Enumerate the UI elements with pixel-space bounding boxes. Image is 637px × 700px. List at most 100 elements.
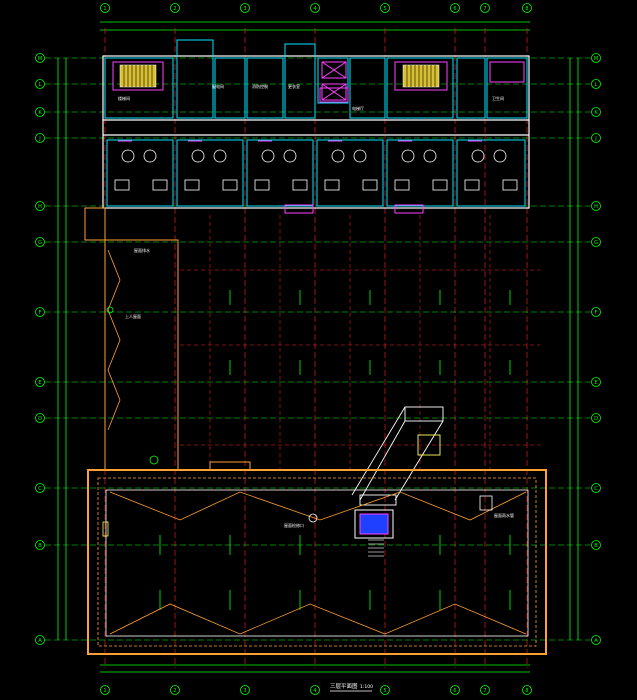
row-bubble: B [591, 540, 601, 550]
row-bubble: K [591, 107, 601, 117]
column-labels-bottom: 1 2 3 4 5 6 7 8 [100, 685, 532, 695]
column-bubble: 1 [100, 3, 110, 13]
column-bubble: 6 [450, 3, 460, 13]
row-bubble: J [35, 133, 45, 143]
column-bubble: 1 [100, 685, 110, 695]
row-label: L [39, 82, 42, 88]
row-bubble: B [35, 540, 45, 550]
row-bubble: L [35, 79, 45, 89]
column-bubble: 3 [240, 3, 250, 13]
row-bubble: H [35, 201, 45, 211]
column-bubble: 8 [522, 3, 532, 13]
drawing-title: 三层平面图 [330, 682, 358, 690]
annotations: 屋面排水 上人屋面 屋面检修口 屋面雨水管 [125, 247, 514, 528]
skylight-ramp [351, 406, 444, 506]
column-bubble: 5 [380, 3, 390, 13]
column-bubble: 4 [310, 3, 320, 13]
column-label: 2 [173, 688, 176, 694]
row-bubble: M [35, 53, 45, 63]
lower-units [106, 139, 526, 207]
room-label: 配电间 [212, 83, 224, 89]
row-label: G [594, 240, 598, 246]
row-label: J [38, 136, 40, 142]
row-bubble: C [35, 483, 45, 493]
row-label: K [38, 110, 42, 116]
stair-left [112, 61, 164, 91]
row-bubble: J [591, 133, 601, 143]
upper-rooms [104, 39, 528, 119]
column-bubble: 2 [170, 3, 180, 13]
annotation: 屋面排水 [134, 247, 150, 253]
roof-outline [87, 461, 547, 655]
row-bubble: F [591, 307, 601, 317]
column-label: 7 [483, 688, 486, 694]
vertical-grid-lines [104, 28, 528, 668]
column-label: 7 [483, 6, 486, 12]
row-label: B [594, 543, 598, 549]
column-bubble: 5 [380, 685, 390, 695]
row-label: D [594, 416, 598, 422]
unit-fixtures [114, 149, 518, 191]
row-bubble: L [591, 79, 601, 89]
row-bubble: E [35, 377, 45, 387]
row-label: G [38, 240, 42, 246]
row-label: C [38, 486, 42, 492]
row-label: C [594, 486, 598, 492]
row-label: F [595, 310, 598, 316]
row-bubble: E [591, 377, 601, 387]
column-label: 6 [453, 688, 456, 694]
row-label: A [594, 638, 598, 644]
annotation: 屋面雨水管 [494, 512, 514, 518]
row-bubble: C [591, 483, 601, 493]
row-label: M [38, 56, 42, 62]
room-label: 电梯厅 [352, 105, 364, 111]
column-bubble: 7 [480, 3, 490, 13]
column-label: 6 [453, 6, 456, 12]
roof-tick-marks [159, 290, 511, 610]
row-bubble: D [35, 413, 45, 423]
equipment-symbols [102, 306, 493, 537]
roof-structural-grid [180, 215, 540, 470]
room-label: 更衣室 [288, 83, 300, 89]
drawing-title-block: 三层平面图 1:100 [330, 682, 373, 692]
column-label: 5 [383, 688, 386, 694]
room-labels: 配电间 消防控制 更衣室 楼梯间 电梯厅 卫生间 [118, 83, 504, 111]
column-bubble: 8 [522, 685, 532, 695]
door-markers [118, 87, 482, 214]
stair-right [394, 61, 448, 91]
column-bubble: 2 [170, 685, 180, 695]
column-bubble: 6 [450, 685, 460, 695]
room-label: 卫生间 [492, 95, 504, 101]
elevator-shafts [321, 61, 525, 101]
row-label: F [39, 310, 42, 316]
column-label: 3 [243, 6, 246, 12]
annotation: 上人屋面 [125, 313, 141, 319]
row-label: H [38, 204, 42, 210]
column-label: 8 [525, 688, 528, 694]
column-label: 4 [313, 6, 316, 12]
row-label: B [38, 543, 42, 549]
column-bubble: 3 [240, 685, 250, 695]
column-bubble: 4 [310, 685, 320, 695]
row-bubble: K [35, 107, 45, 117]
row-bubble: D [591, 413, 601, 423]
roof-hatch [354, 509, 394, 557]
column-labels-top: 1 2 3 4 5 6 7 8 [100, 3, 532, 13]
row-bubble: F [35, 307, 45, 317]
column-bubble: 7 [480, 685, 490, 695]
column-label: 2 [173, 6, 176, 12]
row-label: K [594, 110, 598, 116]
column-label: 1 [103, 6, 106, 12]
row-label: E [38, 380, 41, 386]
left-corridor [84, 207, 179, 471]
column-label: 4 [313, 688, 316, 694]
room-label: 楼梯间 [118, 95, 130, 101]
drawing-scale: 1:100 [360, 684, 373, 690]
row-bubble: H [591, 201, 601, 211]
row-label: D [38, 416, 42, 422]
row-label: L [595, 82, 598, 88]
row-bubble: A [591, 635, 601, 645]
